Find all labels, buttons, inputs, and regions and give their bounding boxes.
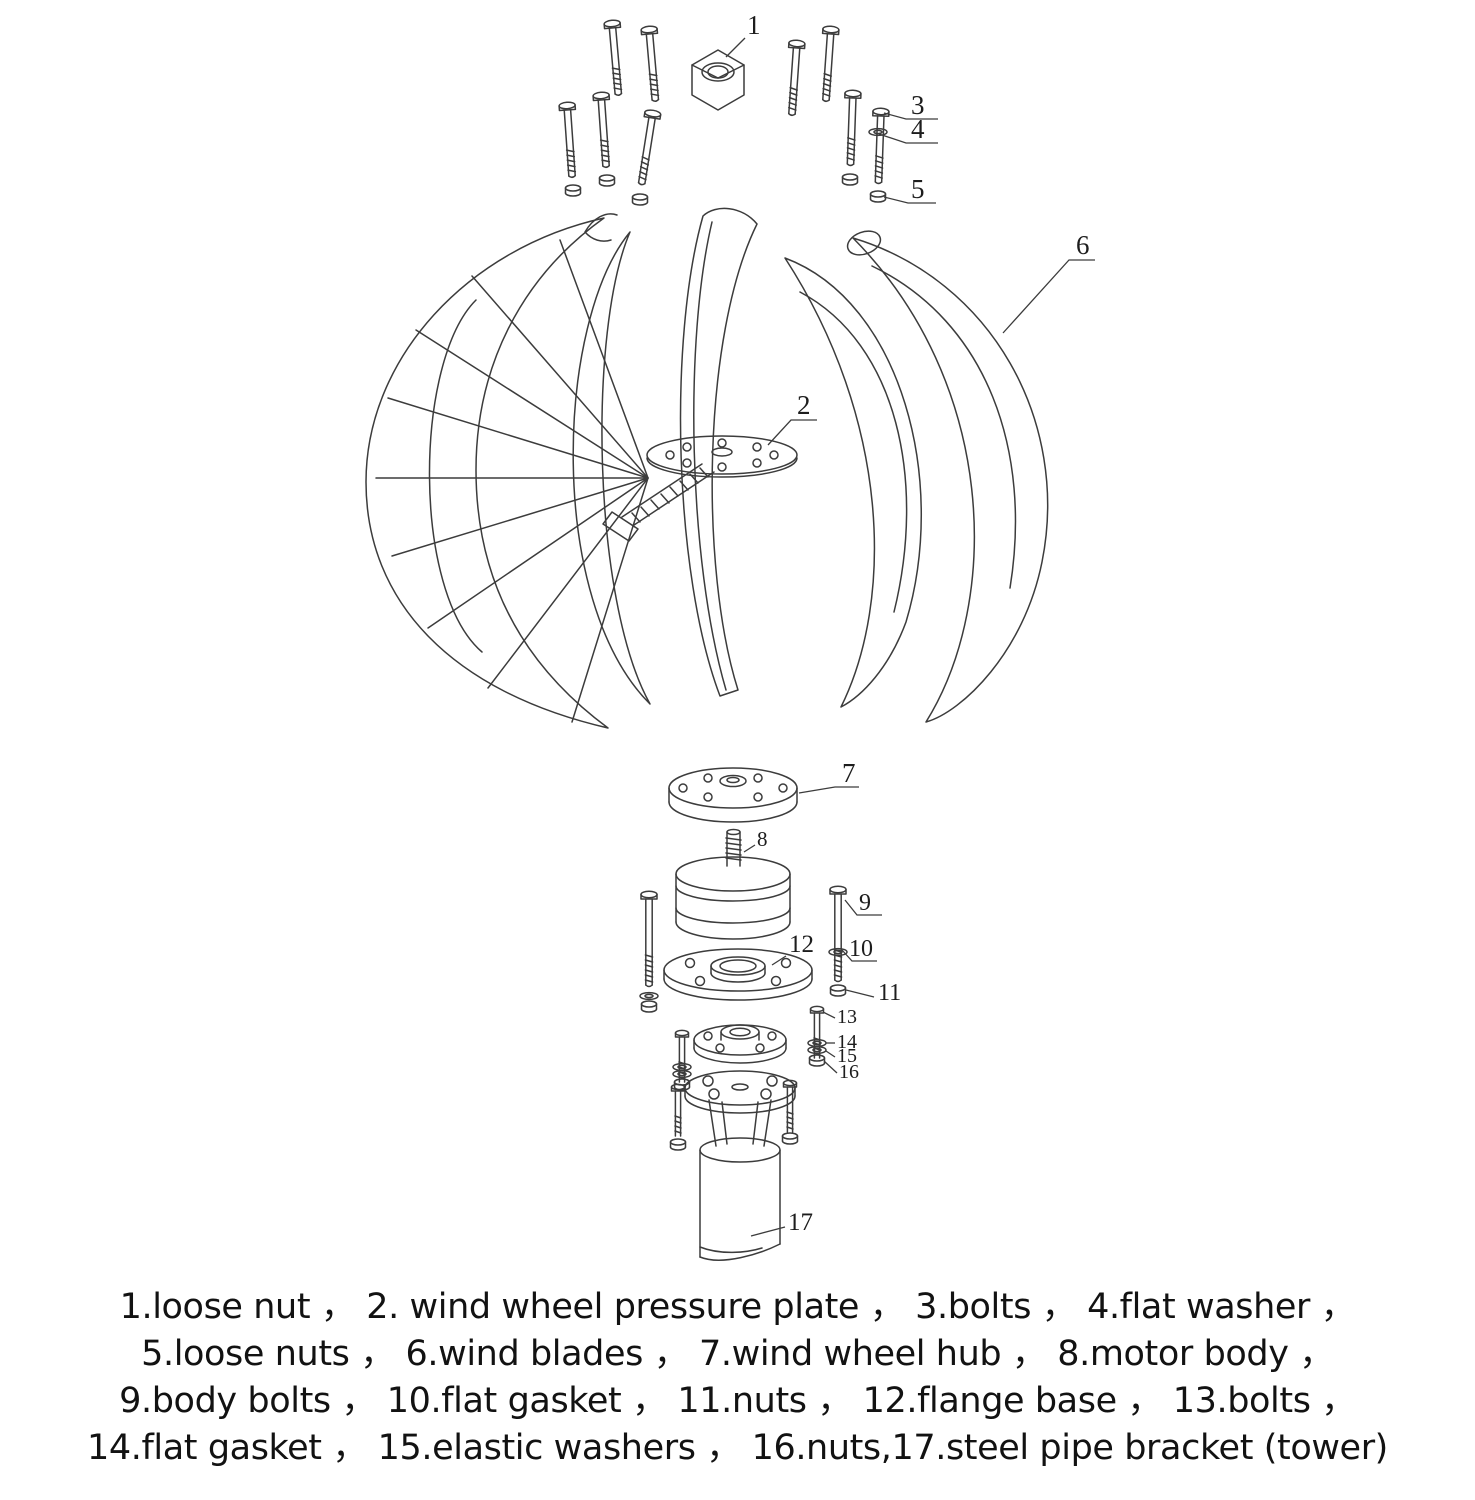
base-flange [669, 1070, 799, 1151]
legend-line-4: 14.flat gasket ， 15.elastic washers ， 16… [87, 1428, 1388, 1468]
legend-line-3: 9.body bolts ， 10.flat gasket ， 11.nuts … [119, 1381, 1356, 1421]
callout-leaders [725, 37, 1095, 1237]
callout-8: 8 [757, 827, 768, 851]
tower-pipe [699, 1137, 781, 1261]
flange-base [663, 948, 813, 1001]
legend-line-1: 1.loose nut ， 2. wind wheel pressure pla… [119, 1287, 1356, 1327]
callout-11: 11 [878, 980, 901, 1006]
callout-labels: 1 2 3 4 5 6 7 8 9 10 11 12 13 14 15 16 1… [747, 10, 1090, 1236]
callout-10: 10 [849, 936, 873, 962]
legend-line-2: 5.loose nuts ， 6.wind blades ， 7.wind wh… [141, 1334, 1334, 1374]
callout-12: 12 [789, 931, 814, 958]
callout-15: 15 [837, 1045, 857, 1067]
parts-legend: 1.loose nut ， 2. wind wheel pressure pla… [0, 1284, 1475, 1472]
callout-9: 9 [859, 890, 871, 916]
pressure-plate [602, 435, 798, 542]
wind-blade-assembly [365, 207, 1049, 729]
callout-6: 6 [1076, 230, 1090, 260]
motor-body [675, 828, 791, 940]
callout-5: 5 [911, 174, 925, 204]
callout-14: 14 [837, 1031, 857, 1053]
callout-13: 13 [837, 1006, 857, 1028]
wind-wheel-hub [668, 767, 798, 823]
callout-7: 7 [842, 758, 856, 788]
callout-2: 2 [797, 390, 811, 420]
callout-17: 17 [788, 1209, 813, 1236]
callout-16: 16 [839, 1061, 859, 1083]
mounting-flange [672, 1005, 827, 1091]
top-bolts [558, 18, 890, 206]
callout-1: 1 [747, 10, 761, 40]
callout-4: 4 [911, 114, 925, 144]
callout-3: 3 [911, 90, 925, 120]
loose-nut-part [691, 49, 745, 111]
exploded-diagram: 1 2 3 4 5 6 7 8 9 10 11 12 13 14 15 16 1… [365, 10, 1095, 1261]
